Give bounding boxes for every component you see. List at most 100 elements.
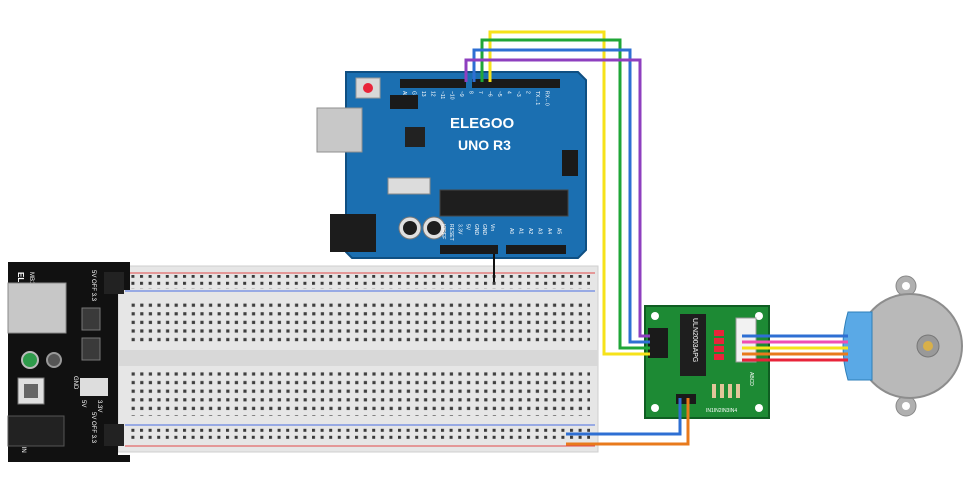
led-b: [714, 338, 724, 344]
jumper-header: [80, 378, 108, 396]
bottom-power-rail: [130, 428, 590, 442]
motor-wire-cap: [842, 311, 873, 381]
digital-pin-label-12: ~3: [515, 91, 521, 97]
top-output-pins: [104, 272, 124, 294]
analog-pin-label-3: A3: [537, 228, 543, 234]
analog-header: [506, 245, 566, 254]
power-module-bottom-jumper-label: 5V OFF 3.3: [90, 412, 96, 444]
power-module-top-jumper-label: 5V OFF 3.3: [90, 270, 96, 302]
capacitor-2-top: [427, 221, 441, 235]
power-module-3v3-label: 3.3V: [96, 400, 102, 412]
digital-pin-label-4: ~11: [439, 91, 445, 99]
voltage-regulator-1: [81, 307, 101, 331]
icsp-header-top: [390, 95, 418, 109]
digital-pin-label-13: 2: [525, 91, 531, 94]
arduino-dc-jack: [330, 214, 376, 252]
power-pin-label-3: 5V: [465, 224, 471, 231]
driver-input-header: [648, 328, 668, 358]
stepper-driver-board: ULN2003APG ABCD IN1IN2IN3IN4: [644, 305, 770, 419]
resistor-3: [728, 384, 732, 398]
digital-pin-label-10: ~5: [496, 91, 502, 97]
power-button: [46, 352, 62, 368]
mount-hole-2: [755, 312, 763, 320]
usb-port: [7, 282, 67, 334]
wire-blue-driver-gnd: [566, 398, 682, 436]
analog-pin-label-0: A0: [508, 228, 514, 234]
led-d: [714, 354, 724, 360]
arduino-brand: ELEGOO: [450, 115, 515, 132]
uln2003-chip-label: ULN2003APG: [691, 318, 698, 362]
digital-pin-label-14: TX→1: [534, 91, 540, 105]
digital-header-high: [400, 79, 466, 88]
analog-pin-label-4: A4: [546, 228, 552, 234]
digital-pin-label-2: 13: [420, 91, 426, 97]
digital-pin-label-15: RX←0: [544, 91, 550, 106]
digital-pin-label-11: 4: [506, 91, 512, 94]
led-c: [714, 346, 724, 352]
reset-button-cap: [363, 83, 373, 93]
terminal-strip-upper: [130, 299, 590, 346]
power-module-gnd-label: GND: [72, 376, 78, 390]
analog-pin-label-1: A1: [518, 228, 524, 234]
wires: [464, 30, 848, 446]
wire-purple-pin-11: [464, 58, 650, 338]
arduino-usb-port: [316, 107, 363, 153]
digital-pin-label-3: 12: [430, 91, 436, 97]
motor-mount-hole-top: [902, 282, 910, 290]
wire-orange-driver-vcc: [566, 398, 690, 446]
dc-barrel-jack: [7, 415, 65, 447]
icsp-header-side: [562, 150, 578, 176]
motor-shaft: [923, 341, 933, 351]
digital-pin-label-5: ~10: [449, 91, 455, 100]
crystal-oscillator: [387, 177, 431, 195]
usb-controller-chip: [405, 127, 425, 147]
digital-pin-label-8: 7: [477, 91, 483, 94]
terminal-strip-lower: [130, 369, 590, 416]
digital-pin-label-9: ~6: [487, 91, 493, 97]
driver-power-header: [676, 394, 696, 404]
led-a: [714, 330, 724, 336]
wire-green-pin-9: [480, 38, 650, 350]
power-pin-label-1: RESET: [448, 224, 454, 241]
analog-pin-label-2: A2: [527, 228, 533, 234]
resistor-4: [736, 384, 740, 398]
power-pin-label-0: IOREF: [440, 224, 446, 239]
power-supply-module: ELEGOO MB102 5V OFF 3.3 5V OFF 3.3 GND 5…: [7, 262, 130, 462]
power-pin-label-5: GND: [481, 224, 487, 236]
power-pin-label-6: Vin: [489, 224, 495, 231]
led-label: ABCD: [748, 372, 754, 386]
power-module-model: MB102: [28, 272, 34, 292]
motor-mount-hole-bottom: [902, 402, 910, 410]
power-header: [440, 245, 498, 254]
power-pin-label-4: GND: [473, 224, 479, 236]
digital-pin-label-7: 8: [468, 91, 474, 94]
power-switch-knob: [24, 384, 38, 398]
uln2003-chip: [680, 314, 706, 376]
capacitor-1-top: [403, 221, 417, 235]
power-module-5v-label: 5V: [80, 400, 86, 407]
mount-hole-1: [651, 312, 659, 320]
bottom-output-pins: [104, 424, 124, 446]
power-pin-label-2: 3.3V: [456, 224, 462, 235]
atmega-microcontroller: [439, 189, 569, 217]
analog-pin-label-5: A5: [556, 228, 562, 234]
top-power-rail: [130, 275, 590, 289]
voltage-regulator-2: [81, 337, 101, 361]
mount-hole-3: [651, 404, 659, 412]
digital-pin-label-6: ~9: [458, 91, 464, 97]
center-channel: [118, 350, 598, 366]
digital-header-low: [472, 79, 560, 88]
breadboard: [117, 265, 599, 453]
stepper-motor: [842, 275, 963, 417]
resistor-2: [720, 384, 724, 398]
motor-socket: [735, 317, 757, 363]
mount-hole-4: [755, 404, 763, 412]
driver-input-label: IN1IN2IN3IN4: [706, 408, 737, 414]
resistor-1: [712, 384, 716, 398]
power-led: [21, 351, 39, 369]
arduino-model: UNO R3: [458, 137, 511, 153]
